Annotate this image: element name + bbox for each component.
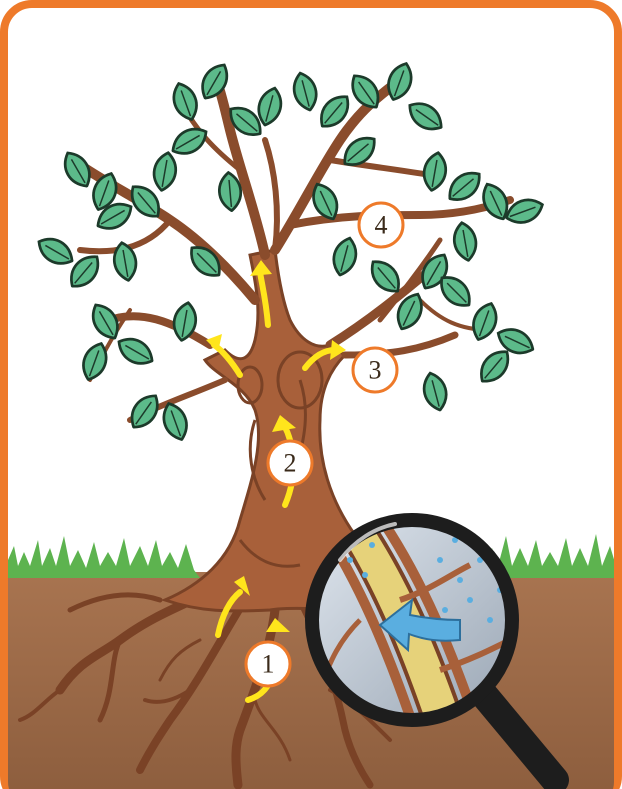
step-badge-4: 4 <box>359 203 403 247</box>
step-badge-2: 2 <box>268 441 312 485</box>
step-label-2: 2 <box>284 449 297 478</box>
step-label-1: 1 <box>262 650 275 679</box>
step-label-3: 3 <box>369 356 382 385</box>
step-badge-1: 1 <box>246 642 290 686</box>
step-label-4: 4 <box>375 211 388 240</box>
step-badge-3: 3 <box>353 348 397 392</box>
